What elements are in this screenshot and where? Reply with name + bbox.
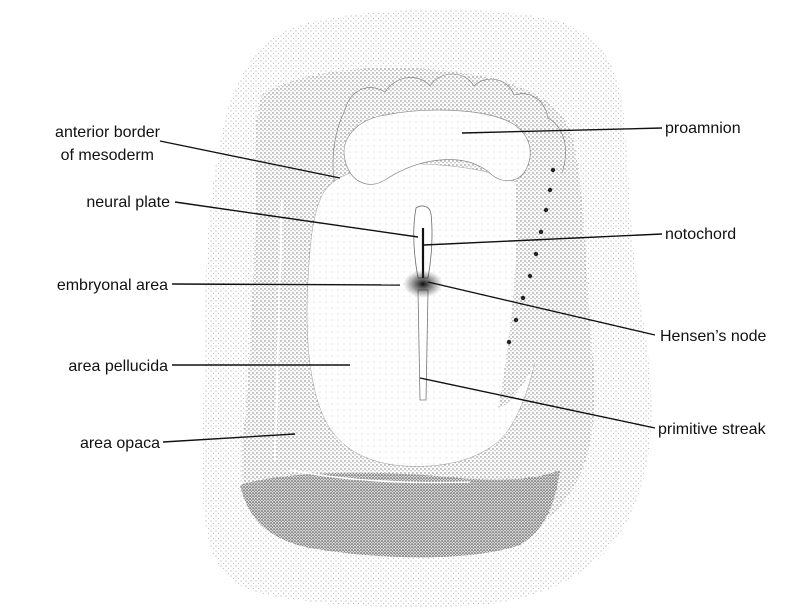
label-notochord: notochord bbox=[665, 226, 736, 243]
label-area-opaca: area opaca bbox=[80, 435, 160, 452]
label-anterior-border-line2: of mesoderm bbox=[61, 147, 154, 164]
label-proamnion: proamnion bbox=[665, 120, 741, 137]
label-neural-plate: neural plate bbox=[86, 194, 170, 211]
label-anterior-border-line1: anterior border bbox=[55, 124, 161, 141]
label-hensens-node: Hensen’s node bbox=[660, 328, 767, 345]
label-area-pellucida: area pellucida bbox=[68, 358, 168, 375]
label-embryonal-area: embryonal area bbox=[57, 277, 168, 294]
primitive-streak-structure bbox=[418, 290, 428, 400]
label-primitive-streak: primitive streak bbox=[658, 421, 767, 438]
